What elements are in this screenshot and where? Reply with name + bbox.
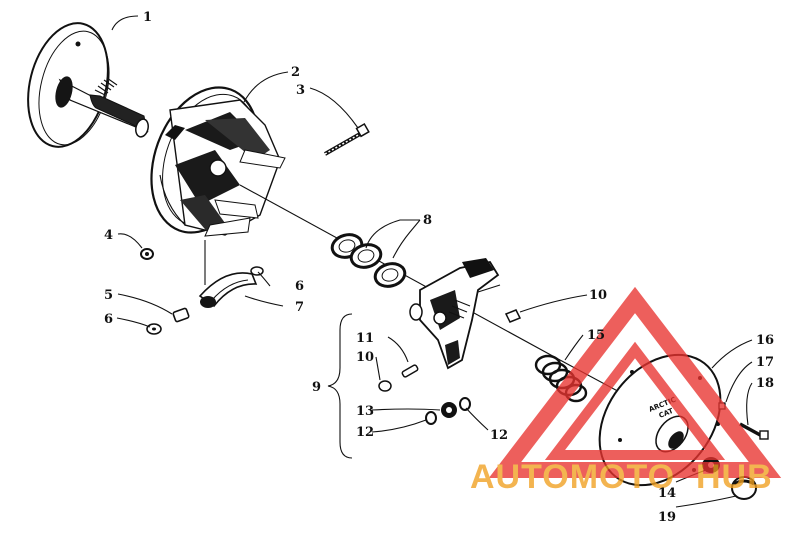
label-12-right: 12: [490, 428, 508, 443]
label-13: 13: [356, 404, 374, 419]
label-16: 16: [756, 333, 774, 348]
label-6-lower: 6: [104, 312, 113, 327]
part-3-bolt: [324, 123, 370, 156]
part-2-moveable-sheave: [150, 86, 286, 237]
part-7-cam-weight: [198, 272, 258, 308]
watermark-text-hub: HUB: [696, 458, 773, 496]
label-14: 14: [658, 486, 676, 501]
part-1-sheave: [27, 22, 149, 148]
label-12-left: 12: [356, 425, 374, 440]
leader-lines: [111, 15, 753, 508]
watermark-triangle-inner: [544, 341, 726, 460]
part-19-cap: [731, 476, 757, 500]
label-9: 9: [312, 380, 321, 395]
label-10-lower: 10: [356, 350, 374, 365]
part-6-washer-lower: [146, 323, 162, 335]
part-10-button-upper: [504, 309, 522, 323]
part-12-washer-right: [459, 397, 471, 411]
label-11: 11: [356, 331, 374, 346]
watermark-text-automoto: AUTOMOTO: [470, 458, 675, 496]
part-5-roller-pin: [172, 307, 190, 323]
part-6-washer-upper: [250, 266, 264, 276]
label-18: 18: [756, 376, 774, 391]
label-7: 7: [295, 300, 304, 315]
watermark: AUTOMOTO HUB: [470, 286, 782, 496]
label-6-upper: 6: [295, 279, 304, 294]
part-12-washer-left: [425, 411, 437, 425]
label-19: 19: [658, 510, 676, 525]
part-labels: 1 2 3 4 5 6 6 7 8 9 10 10 11 12 12 13 14…: [104, 10, 774, 525]
label-1: 1: [143, 10, 152, 25]
part-11-pin: [401, 364, 419, 378]
label-17: 17: [756, 355, 774, 370]
part-4-nut: [140, 248, 154, 260]
part-13-roller: [441, 402, 457, 418]
label-3: 3: [296, 83, 305, 98]
part-18-bolt: [739, 422, 769, 440]
watermark-triangle-outer: [488, 286, 782, 478]
part-10-button-lower: [378, 380, 392, 392]
label-10-upper: 10: [589, 288, 607, 303]
label-5: 5: [104, 288, 113, 303]
label-4: 4: [104, 228, 113, 243]
label-8: 8: [423, 213, 432, 228]
part-9-spider: [409, 258, 501, 370]
label-2: 2: [291, 65, 300, 80]
part-8-shims: [330, 233, 407, 288]
label-15: 15: [587, 328, 605, 343]
